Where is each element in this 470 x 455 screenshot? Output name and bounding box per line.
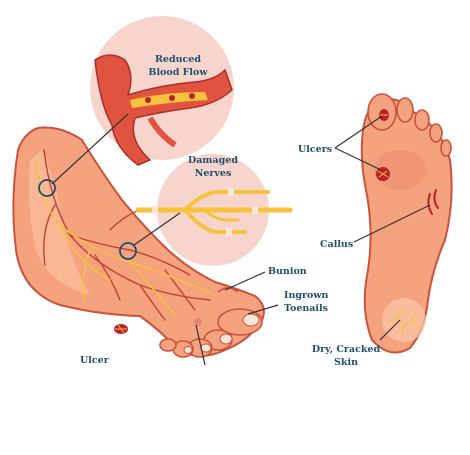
label-dry-skin-2: Skin bbox=[334, 357, 358, 368]
nerve-branch-upper bbox=[183, 190, 270, 212]
left-toenail-2 bbox=[219, 333, 233, 345]
leader-callus bbox=[353, 204, 431, 243]
nerve-branch-lower bbox=[183, 208, 247, 234]
vessel-channel bbox=[130, 92, 208, 108]
label-damaged-nerves-2: Nerves bbox=[195, 168, 232, 179]
blood-cell bbox=[169, 95, 175, 101]
right-toe-2 bbox=[396, 97, 414, 123]
nerve-node bbox=[252, 206, 258, 214]
right-toe-4 bbox=[429, 123, 443, 143]
label-bunion: Bunion bbox=[268, 266, 307, 277]
right-ulcer-ball bbox=[376, 167, 390, 181]
label-callus: Callus bbox=[320, 239, 353, 250]
right-ulcer-toe bbox=[379, 109, 389, 121]
label-reduced-blood-flow-2: Blood Flow bbox=[148, 67, 208, 78]
leader-ulcers-1 bbox=[334, 115, 383, 149]
nerve-node bbox=[226, 228, 232, 236]
left-toe-5 bbox=[159, 338, 177, 352]
left-toenail-4 bbox=[183, 346, 193, 354]
right-ball-shade bbox=[374, 150, 426, 190]
nerve-node bbox=[152, 206, 158, 214]
right-heel-highlight bbox=[382, 298, 426, 342]
dry-skin-cracks bbox=[389, 309, 419, 337]
left-toenail-3 bbox=[200, 343, 212, 353]
label-ulcers: Ulcers bbox=[298, 144, 332, 155]
left-foot-nerves bbox=[35, 159, 216, 316]
leader-ulcers-2 bbox=[334, 147, 382, 171]
leader-nerves bbox=[133, 212, 181, 246]
leader-lines bbox=[38, 113, 431, 366]
leader-ingrown bbox=[247, 304, 279, 315]
nerve-node bbox=[228, 188, 234, 196]
nerve-branch-mid bbox=[203, 208, 240, 222]
label-ingrown-1: Ingrown bbox=[284, 290, 329, 301]
marker-blood-flow bbox=[38, 179, 56, 197]
marker-nerves bbox=[119, 242, 137, 260]
right-foot-sole-view bbox=[360, 93, 453, 354]
blood-cell bbox=[145, 97, 151, 103]
left-ulcer-wound bbox=[114, 324, 128, 334]
callus-mark bbox=[427, 189, 439, 215]
leader-dry-skin bbox=[379, 319, 401, 341]
label-damaged-nerves-1: Damaged bbox=[188, 155, 238, 166]
right-toe-3 bbox=[414, 109, 430, 131]
ingrown-inflammation bbox=[194, 318, 202, 326]
leader-bunion bbox=[224, 271, 266, 291]
left-toenail-big bbox=[242, 313, 260, 327]
blood-vessel-illustration bbox=[94, 54, 233, 166]
left-foot-veins bbox=[43, 149, 211, 321]
vessel-branch bbox=[147, 116, 177, 148]
vessel-outer bbox=[94, 54, 233, 166]
leader-bottom bbox=[195, 324, 206, 366]
label-reduced-blood-flow-1: Reduced bbox=[155, 54, 201, 65]
label-dry-skin-1: Dry, Cracked bbox=[312, 344, 381, 355]
leader-blood-flow bbox=[51, 113, 129, 185]
blood-cell bbox=[189, 93, 195, 99]
text-labels: Reduced Blood Flow Damaged Nerves Bunion… bbox=[80, 54, 380, 368]
right-toe-5 bbox=[440, 139, 452, 157]
label-ingrown-2: Toenails bbox=[284, 303, 328, 314]
nerve-illustration bbox=[135, 188, 293, 236]
label-ulcer: Ulcer bbox=[80, 355, 110, 366]
